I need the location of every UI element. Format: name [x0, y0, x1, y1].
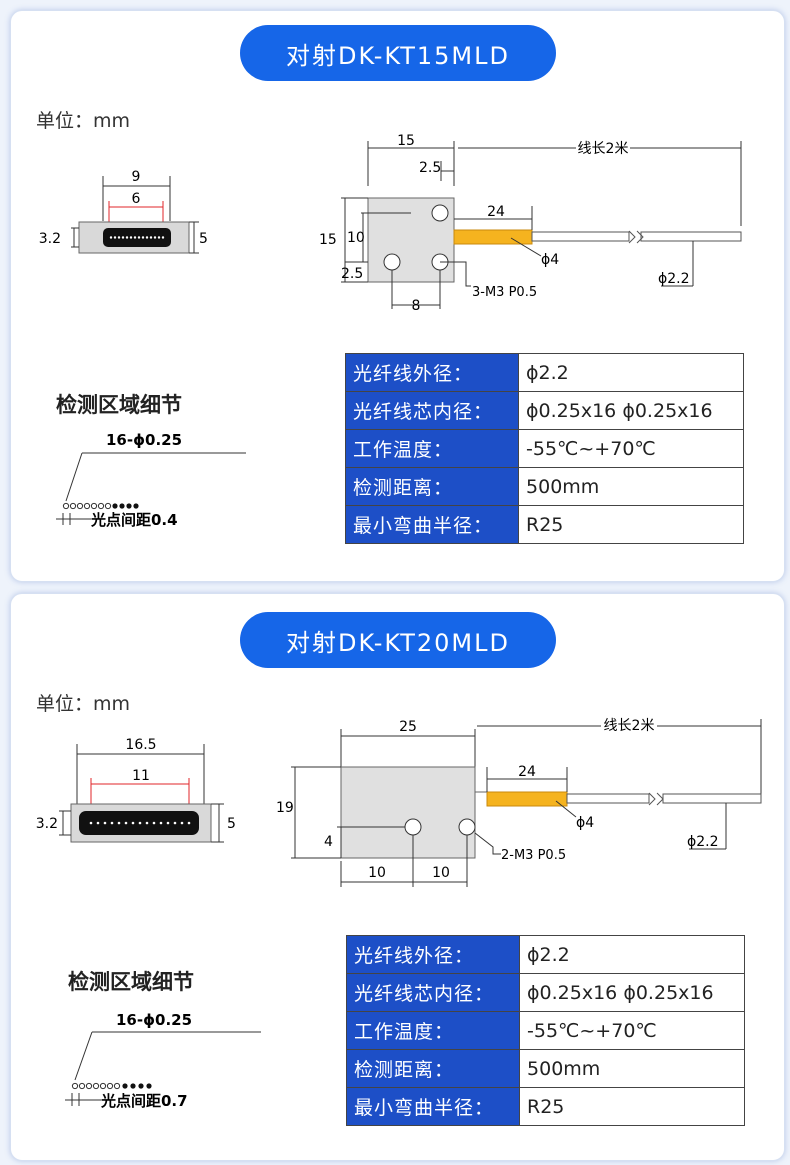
spec-row: 工作温度：-55℃~+70℃ — [344, 429, 744, 468]
product-title-pill: 对射DK-KT20MLD — [240, 612, 556, 668]
spec-value: ϕ0.25x16 ϕ0.25x16 — [519, 973, 745, 1012]
spec-key: 最小弯曲半径： — [344, 505, 520, 544]
dim-body-height: 15 — [319, 232, 337, 248]
side-view-diagram: 25 线长2米 19 4 10 10 2-M3 P0.5 24 ϕ4 — [276, 717, 762, 887]
spec-value: 500mm — [518, 467, 744, 506]
spec-table: 光纤线外径：ϕ2.2 光纤线芯内径：ϕ0.25x16 ϕ0.25x16 工作温度… — [344, 353, 744, 544]
spec-value: ϕ2.2 — [519, 935, 745, 974]
spec-key: 光纤线芯内径： — [344, 391, 520, 430]
dim-offset: 2.5 — [419, 160, 441, 176]
fiber-sleeve — [453, 229, 533, 245]
dim-sleeve: 24 — [487, 204, 505, 220]
dim-height-right: 5 — [227, 816, 236, 832]
end-view-window — [103, 228, 171, 247]
spec-row: 最小弯曲半径：R25 — [344, 505, 744, 544]
unit-label: 单位：mm — [36, 693, 131, 715]
mount-hole — [431, 204, 449, 222]
product-title: 对射DK-KT20MLD — [286, 628, 510, 657]
sleeve-dia-label: ϕ4 — [576, 815, 594, 831]
spec-key: 检测距离： — [344, 467, 520, 506]
dim-left-hole: 10 — [368, 865, 386, 881]
spec-key: 光纤线芯内径： — [345, 973, 521, 1012]
dim-height-left: 3.2 — [39, 231, 61, 247]
spec-value: -55℃~+70℃ — [518, 429, 744, 468]
spec-value: ϕ0.25x16 ϕ0.25x16 — [518, 391, 744, 430]
spot-spacing-label: 光点间距0.7 — [100, 1092, 188, 1110]
dim-hole-vertical: 10 — [347, 230, 365, 246]
spec-row: 光纤线芯内径：ϕ0.25x16 ϕ0.25x16 — [344, 391, 744, 430]
detail-title: 检测区域细节 — [68, 970, 194, 994]
dim-right-hole: 10 — [432, 865, 450, 881]
spec-row: 光纤线外径：ϕ2.2 — [344, 353, 744, 392]
fiber-cable — [566, 793, 650, 804]
fiber-sleeve — [486, 791, 568, 807]
dim-hole-height: 4 — [324, 834, 333, 850]
cable-dia-label: ϕ2.2 — [658, 271, 690, 287]
spec-key: 工作温度： — [345, 1011, 521, 1050]
fiber-count-label: 16-ϕ0.25 — [106, 431, 182, 449]
spec-row: 光纤线外径：ϕ2.2 — [345, 935, 745, 974]
spec-value: -55℃~+70℃ — [519, 1011, 745, 1050]
dim-height-left: 3.2 — [36, 816, 58, 832]
mount-hole — [404, 818, 422, 836]
dim-width-outer: 9 — [132, 169, 141, 185]
spec-row: 工作温度：-55℃~+70℃ — [345, 1011, 745, 1050]
spot-spacing-label: 光点间距0.4 — [90, 511, 178, 529]
cable-length-label: 线长2米 — [604, 718, 655, 734]
unit-label: 单位：mm — [36, 110, 131, 132]
dim-body-height: 19 — [276, 800, 294, 816]
spec-value: ϕ2.2 — [518, 353, 744, 392]
spec-key: 工作温度： — [344, 429, 520, 468]
spec-key: 最小弯曲半径： — [345, 1087, 521, 1126]
spec-row: 光纤线芯内径：ϕ0.25x16 ϕ0.25x16 — [345, 973, 745, 1012]
fiber-cable — [662, 793, 762, 804]
sleeve-dia-label: ϕ4 — [541, 252, 559, 268]
fiber-count-label: 16-ϕ0.25 — [116, 1011, 192, 1029]
cable-dia-label: ϕ2.2 — [687, 834, 719, 850]
cable-length-label: 线长2米 — [578, 141, 629, 157]
mount-label: 3-M3 P0.5 — [472, 285, 537, 300]
detection-detail-diagram: 16-ϕ0.25 光点间距0.7 — [65, 1011, 261, 1110]
spec-value: 500mm — [519, 1049, 745, 1088]
spec-table: 光纤线外径：ϕ2.2 光纤线芯内径：ϕ0.25x16 ϕ0.25x16 工作温度… — [345, 935, 745, 1126]
dim-width-inner: 6 — [132, 191, 141, 207]
product-title: 对射DK-KT15MLD — [286, 41, 510, 70]
detection-detail-diagram: 16-ϕ0.25 光点间距0.4 — [56, 431, 246, 529]
dim-height-right: 5 — [199, 231, 208, 247]
dim-body-width: 15 — [397, 133, 415, 149]
fiber-cable — [531, 231, 630, 242]
spec-row: 最小弯曲半径：R25 — [345, 1087, 745, 1126]
end-view-diagram: 9 6 3.2 5 — [39, 169, 208, 254]
dim-width-inner: 11 — [132, 768, 150, 784]
dim-sleeve: 24 — [518, 764, 536, 780]
end-view-diagram: 16.5 11 3.2 5 — [36, 737, 236, 843]
product-title-pill: 对射DK-KT15MLD — [240, 25, 556, 81]
spec-key: 检测距离： — [345, 1049, 521, 1088]
product-card-1: 对射DK-KT15MLD 单位：mm 9 6 3.2 5 15 — [10, 10, 785, 582]
spec-value: R25 — [518, 505, 744, 544]
dim-width-outer: 16.5 — [125, 737, 156, 753]
dim-body-width: 25 — [399, 719, 417, 735]
sensor-body — [340, 766, 476, 859]
dim-hole-spacing: 8 — [412, 298, 421, 314]
product-card-2: 对射DK-KT20MLD 单位：mm 16.5 11 3.2 5 25 — [10, 593, 785, 1161]
spec-value: R25 — [519, 1087, 745, 1126]
mount-hole — [383, 253, 401, 271]
spec-row: 检测距离：500mm — [345, 1049, 745, 1088]
spec-row: 检测距离：500mm — [344, 467, 744, 506]
mount-hole — [458, 818, 476, 836]
detail-title: 检测区域细节 — [56, 393, 182, 417]
fiber-cable — [640, 231, 742, 242]
spec-key: 光纤线外径： — [345, 935, 521, 974]
dim-bottom-offset: 2.5 — [341, 266, 363, 282]
spec-key: 光纤线外径： — [344, 353, 520, 392]
mount-label: 2-M3 P0.5 — [501, 848, 566, 863]
side-view-diagram: 15 2.5 线长2米 15 10 2.5 8 3-M3 P0.5 24 ϕ4 — [319, 133, 742, 314]
